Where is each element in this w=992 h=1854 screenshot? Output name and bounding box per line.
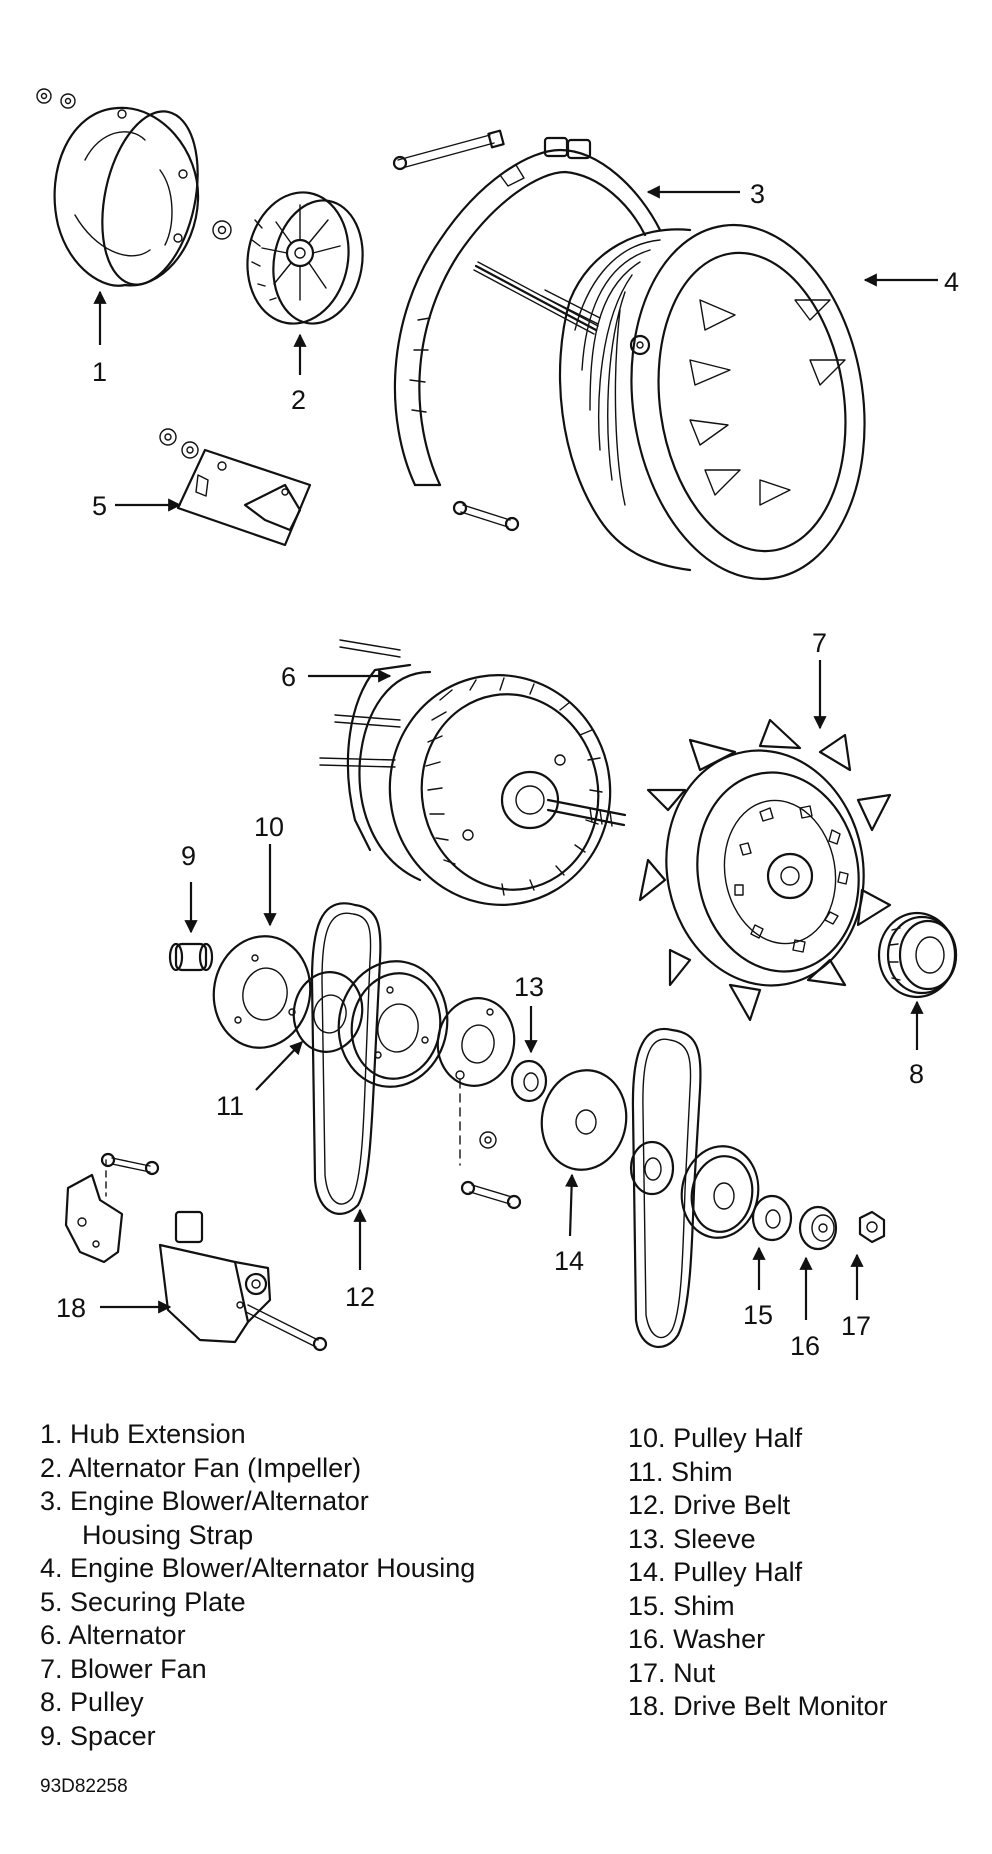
arrow-11 bbox=[255, 1041, 303, 1091]
pulley-half-10-part bbox=[212, 935, 312, 1049]
callout-17: 17 bbox=[841, 1311, 871, 1341]
legend-item: 5. Securing Plate bbox=[40, 1586, 246, 1617]
legend-item: 8. Pulley bbox=[40, 1687, 144, 1717]
blower-housing-part bbox=[473, 223, 866, 581]
callout-13: 13 bbox=[514, 972, 544, 1002]
legend-item: 1. Hub Extension bbox=[40, 1419, 246, 1449]
spacer-part bbox=[168, 942, 214, 972]
legend-item: 11. Shim bbox=[628, 1456, 733, 1487]
callout-10: 10 bbox=[254, 812, 284, 842]
washer-16-part bbox=[798, 1205, 838, 1251]
callout-4: 4 bbox=[944, 267, 959, 297]
pulley-half-large-part bbox=[337, 960, 449, 1088]
shim-11-part bbox=[292, 971, 364, 1053]
legend-left: 1. Hub Extension 2. Alternator Fan (Impe… bbox=[40, 1418, 475, 1753]
drive-belt-right-part bbox=[629, 1027, 760, 1348]
legend-item: 16. Washer bbox=[628, 1624, 766, 1654]
legend-item: 10. Pulley Half bbox=[628, 1423, 803, 1453]
callout-9: 9 bbox=[181, 841, 196, 871]
legend-item-continuation: Housing Strap bbox=[82, 1519, 254, 1550]
drive-belt-monitor-part bbox=[64, 1152, 328, 1352]
legend-item: 17. Nut bbox=[628, 1657, 716, 1688]
callout-1: 1 bbox=[92, 357, 107, 387]
callout-7: 7 bbox=[812, 628, 827, 658]
callout-12: 12 bbox=[345, 1282, 375, 1312]
callout-2: 2 bbox=[291, 385, 306, 415]
callout-5: 5 bbox=[92, 491, 107, 521]
callout-18: 18 bbox=[56, 1293, 86, 1323]
legend-item: 4. Engine Blower/Alternator Housing bbox=[40, 1553, 476, 1583]
securing-plate-part bbox=[159, 428, 312, 547]
exploded-parts-diagram: 1 2 3 4 5 6 7 8 9 10 11 12 13 14 15 16 1… bbox=[36, 88, 959, 1361]
callout-numbers: 1 2 3 4 5 6 7 8 9 10 11 12 13 14 15 16 1… bbox=[56, 179, 959, 1361]
callout-6: 6 bbox=[281, 662, 296, 692]
callout-11: 11 bbox=[216, 1091, 244, 1121]
drive-belt-12-part bbox=[310, 902, 382, 1215]
legend-item: 7. Blower Fan bbox=[40, 1653, 207, 1684]
legend-item: 14. Pulley Half bbox=[628, 1557, 803, 1587]
callout-3: 3 bbox=[750, 179, 765, 209]
legend-item: 18. Drive Belt Monitor bbox=[628, 1691, 888, 1721]
sleeve-plate-part bbox=[436, 997, 522, 1210]
pulley-half-14-part bbox=[540, 1069, 628, 1171]
callout-arrows bbox=[93, 185, 938, 1320]
legend-item: 3. Engine Blower/Alternator bbox=[40, 1486, 369, 1516]
pulley-part bbox=[877, 911, 958, 999]
housing-strap-part bbox=[392, 129, 662, 532]
legend-item: 12. Drive Belt bbox=[628, 1490, 791, 1520]
callout-15: 15 bbox=[743, 1300, 773, 1330]
legend-item: 13. Sleeve bbox=[628, 1523, 756, 1554]
legend-item: 15. Shim bbox=[628, 1590, 735, 1621]
alternator-fan-part bbox=[212, 191, 364, 325]
legend-right: 10. Pulley Half 11. Shim 12. Drive Belt … bbox=[628, 1422, 888, 1724]
blower-fan-part bbox=[638, 718, 892, 1022]
nut-17-part bbox=[858, 1210, 886, 1244]
figure-code: 93D82258 bbox=[40, 1776, 128, 1797]
legend-item: 2. Alternator Fan (Impeller) bbox=[40, 1452, 362, 1483]
callout-14: 14 bbox=[554, 1246, 584, 1276]
arrow-14 bbox=[565, 1173, 579, 1237]
sleeve-13-part bbox=[510, 1059, 548, 1103]
callout-16: 16 bbox=[790, 1331, 820, 1361]
alternator-part bbox=[319, 639, 627, 906]
legend-item: 6. Alternator bbox=[40, 1620, 186, 1650]
hub-extension-part bbox=[36, 88, 200, 287]
legend-item: 9. Spacer bbox=[40, 1720, 156, 1751]
callout-8: 8 bbox=[909, 1059, 924, 1089]
shim-15-part bbox=[751, 1194, 793, 1242]
